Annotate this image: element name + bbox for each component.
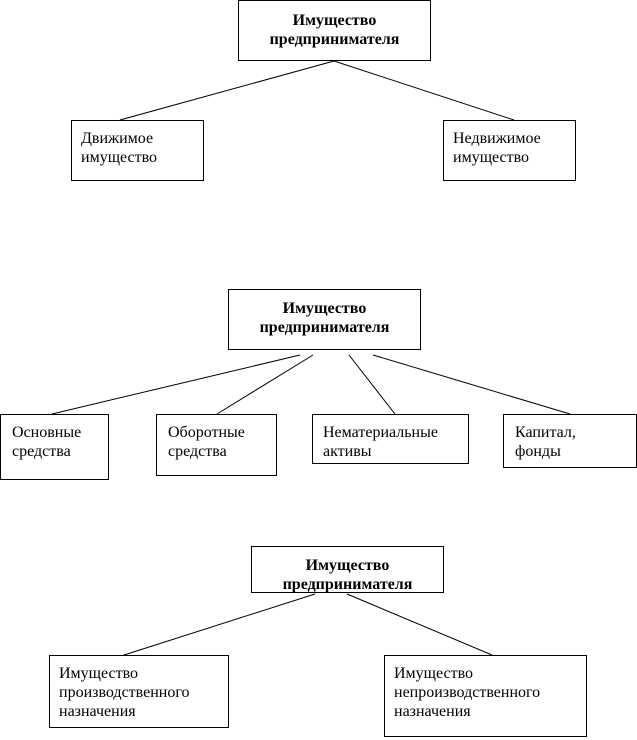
connector-line	[346, 593, 493, 656]
node-label-line: Недвижимое	[453, 130, 541, 147]
immovable-property-box: Недвижимое имущество	[443, 120, 576, 181]
node-label-line: имущество	[453, 149, 530, 166]
non-production-property-box: Имущество непроизводственного назначения	[384, 655, 587, 737]
node-label-line: Имущество	[394, 665, 474, 682]
root-box-1: Имущество предпринимателя	[238, 0, 431, 61]
node-label-line: Основные	[12, 424, 82, 441]
root-label-line: предпринимателя	[282, 576, 413, 593]
root-label-line: Имущество	[282, 300, 367, 317]
node-label-line: непроизводственного	[394, 684, 541, 701]
fixed-assets-box: Основные средства	[0, 414, 109, 480]
node-label-line: производственного	[59, 684, 190, 701]
root-box-2: Имущество предпринимателя	[228, 289, 421, 350]
intangible-assets-box: Нематериальные активы	[312, 414, 469, 464]
root-label-line: предпринимателя	[269, 31, 400, 48]
capital-funds-box: Капитал, фонды	[503, 414, 637, 468]
root-box-3: Имущество предпринимателя	[251, 546, 444, 593]
connector-line	[216, 354, 314, 415]
node-label-line: фонды	[515, 443, 561, 460]
node-label-line: Движимое	[81, 130, 154, 147]
node-label-line: назначения	[59, 703, 136, 720]
current-assets-box: Оборотные средства	[156, 414, 277, 476]
production-property-box: Имущество производственного назначения	[49, 655, 229, 728]
connector-line	[51, 354, 301, 415]
node-label-line: Капитал,	[515, 424, 576, 441]
node-label-line: средства	[168, 443, 227, 460]
node-label-line: имущество	[81, 149, 158, 166]
root-label-line: Имущество	[305, 557, 390, 574]
node-label-line: средства	[12, 443, 71, 460]
node-label-line: Имущество	[59, 665, 139, 682]
node-label-line: Нематериальные	[323, 424, 438, 441]
connector-line	[119, 60, 335, 121]
root-label-line: Имущество	[292, 12, 377, 29]
connector-line	[333, 60, 515, 121]
movable-property-box: Движимое имущество	[71, 120, 204, 181]
node-label-line: назначения	[394, 703, 471, 720]
node-label-line: активы	[323, 443, 372, 460]
connector-line	[123, 593, 316, 656]
node-label-line: Оборотные	[168, 424, 245, 441]
root-label-line: предпринимателя	[259, 319, 390, 336]
connector-line	[372, 354, 571, 415]
connector-line	[348, 354, 396, 415]
